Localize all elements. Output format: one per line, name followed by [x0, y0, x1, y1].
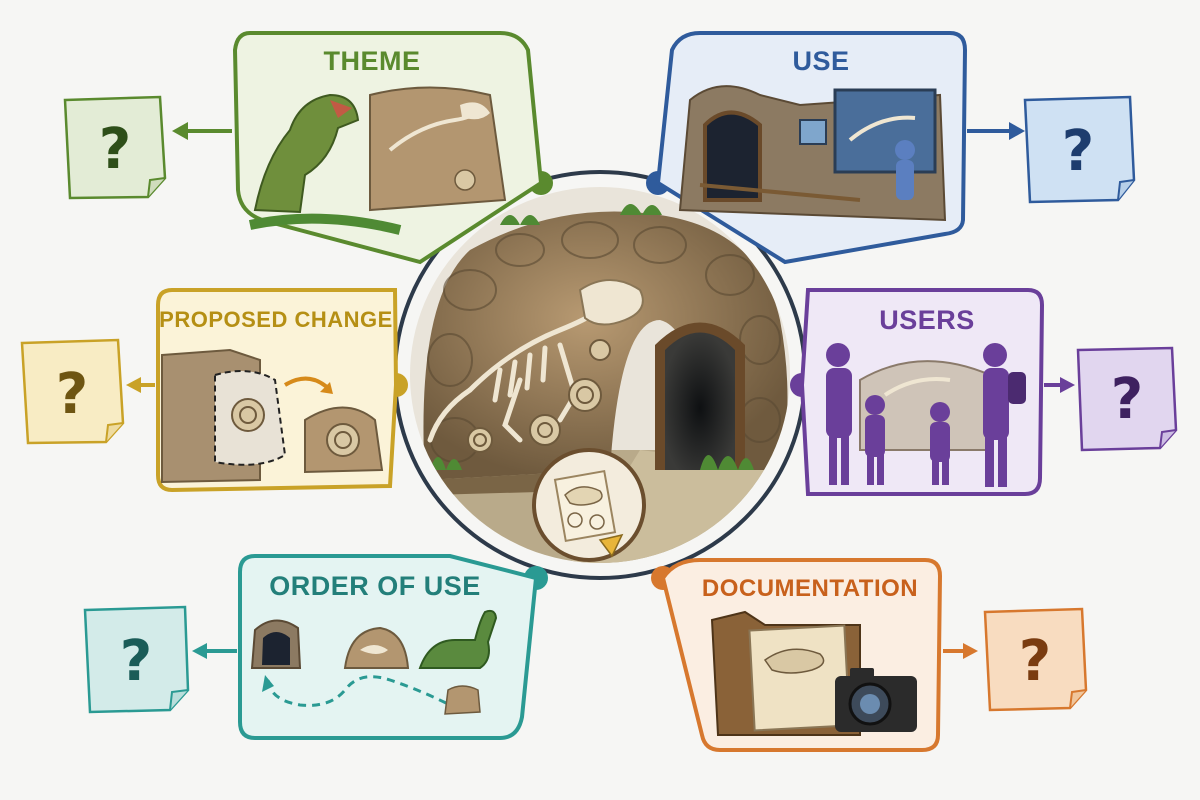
- users-note: ?: [1076, 346, 1178, 452]
- use-arrow: [967, 122, 1025, 140]
- panel-theme: THEME: [232, 31, 544, 265]
- order-of-use-title: ORDER OF USE: [269, 571, 481, 601]
- panel-documentation: DOCUMENTATION: [660, 558, 943, 752]
- tunnel-exhibit-with-visitor-icon: [678, 85, 947, 222]
- panel-order-of-use: ORDER OF USE: [238, 554, 539, 740]
- folder-and-camera-icon: [710, 610, 917, 736]
- family-visitors-icon: [826, 343, 1026, 487]
- documentation-arrow: [943, 643, 978, 659]
- documentation-title: DOCUMENTATION: [702, 575, 918, 602]
- users-question-mark: ?: [1111, 367, 1143, 432]
- theme-question-mark: ?: [99, 117, 131, 182]
- users-title: USERS: [879, 305, 975, 335]
- panel-use: USE: [655, 31, 968, 265]
- panel-proposed-change: PROPOSED CHANGE: [156, 288, 399, 493]
- proposed-change-title: PROPOSED CHANGE: [159, 307, 393, 332]
- ammonite-relocation-icon: [161, 348, 384, 484]
- proposed-change-question-mark: ?: [56, 362, 88, 427]
- t-rex-and-fossil-wall-icon: [248, 86, 507, 235]
- panel-users: USERS: [799, 288, 1045, 496]
- fossil-document-icon: [532, 448, 646, 562]
- proposed-change-arrow: [126, 377, 155, 393]
- documentation-note: ?: [983, 607, 1088, 712]
- route-tunnel-to-dinosaur-icon: [250, 609, 498, 715]
- order-of-use-arrow: [192, 643, 237, 659]
- use-question-mark: ?: [1062, 119, 1094, 184]
- use-note: ?: [1023, 95, 1136, 204]
- use-title: USE: [792, 46, 849, 76]
- proposed-change-note: ?: [20, 338, 125, 445]
- theme-arrow: [172, 122, 232, 140]
- order-of-use-question-mark: ?: [120, 629, 152, 694]
- theme-note: ?: [63, 95, 167, 200]
- theme-title: THEME: [324, 46, 421, 76]
- documentation-question-mark: ?: [1019, 629, 1051, 694]
- order-of-use-note: ?: [83, 605, 190, 714]
- users-arrow: [1044, 377, 1075, 393]
